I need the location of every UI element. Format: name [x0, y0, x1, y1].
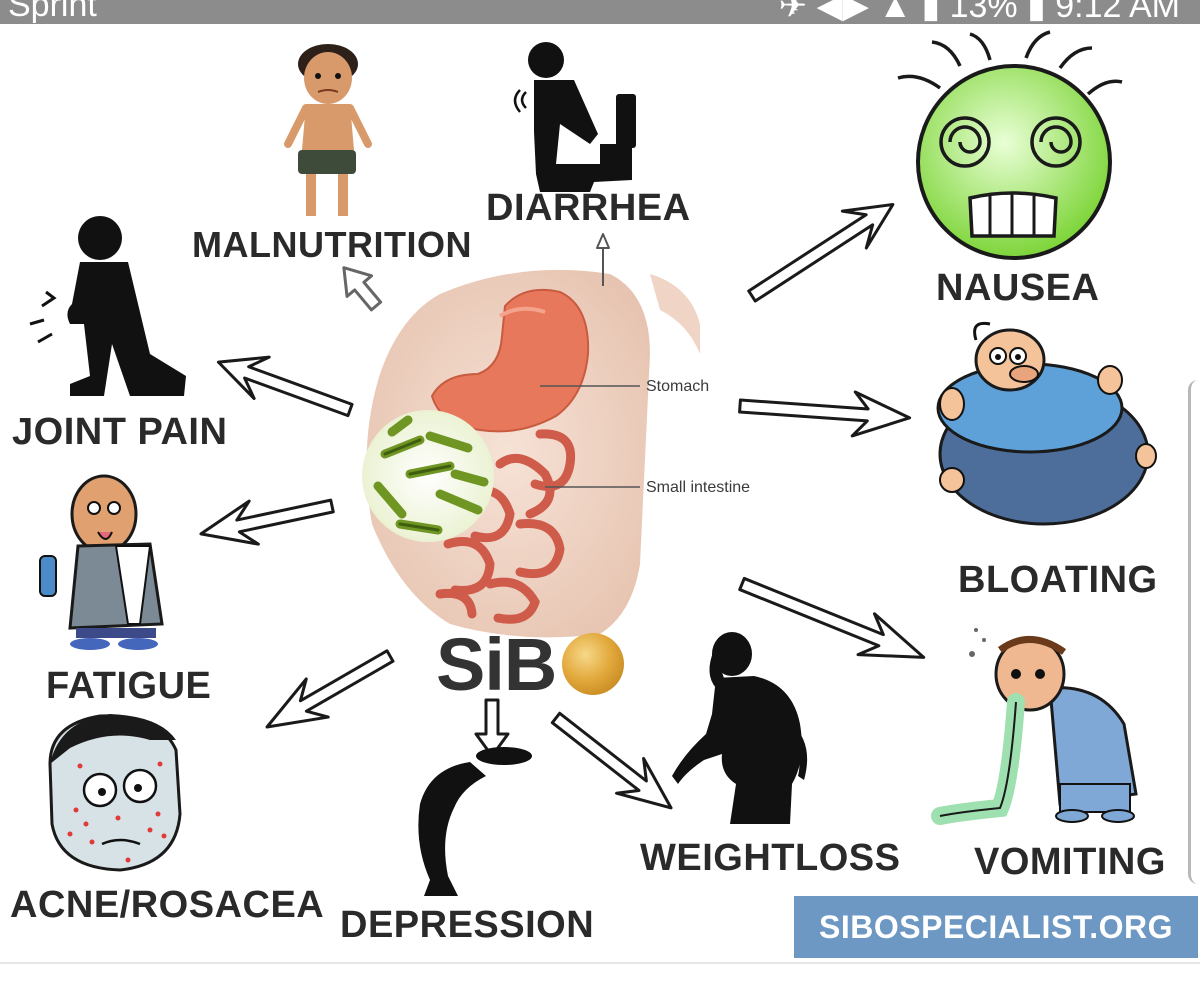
annotation-stomach: Stomach — [646, 378, 710, 395]
vomiting-man-icon — [931, 628, 1138, 825]
sibo-diagram: DIARRHEA MALNUTRITION NAUSEA JOINT PAIN … — [0, 24, 1200, 982]
arrow-depression — [474, 698, 510, 758]
label-weightloss: WEIGHTLOSS — [640, 837, 901, 879]
arrow-jointpain — [216, 355, 354, 418]
bacteria-icon — [362, 410, 494, 542]
status-bar: Sprint ✈ ◀▶ ▲ ▮ 13% ▮ 9:12 AM — [0, 0, 1200, 24]
label-nausea: NAUSEA — [936, 267, 1100, 309]
sibo-logo: SiB — [436, 622, 625, 706]
arrow-diarrhea — [596, 233, 610, 286]
arrow-fatigue — [199, 498, 335, 546]
tired-man-icon — [39, 465, 164, 650]
bloated-man-icon — [936, 321, 1157, 526]
label-fatigue: FATIGUE — [46, 665, 212, 707]
sibo-logo-text: SiB — [436, 622, 557, 706]
label-diarrhea: DIARRHEA — [486, 187, 691, 229]
arrow-bloating — [738, 390, 912, 438]
gut-anatomy-icon — [366, 269, 700, 638]
website-badge-text: SIBOSPECIALIST.ORG — [819, 908, 1173, 945]
arrows — [199, 203, 926, 810]
side-scroll-edge — [1188, 380, 1200, 884]
woman-silhouette-icon — [672, 632, 808, 824]
acne-face-icon — [48, 714, 182, 872]
label-bloating: BLOATING — [958, 559, 1158, 601]
arrow-malnutrition — [342, 266, 383, 312]
dizzy-face-icon — [897, 30, 1123, 260]
label-malnutrition: MALNUTRITION — [192, 224, 472, 265]
status-indicators: ✈ ◀▶ ▲ ▮ 13% ▮ 9:12 AM — [778, 0, 1180, 24]
arrow-acne — [265, 649, 395, 729]
diagram-graphics — [29, 30, 1157, 896]
slumped-figure-icon — [418, 747, 532, 896]
toilet-figure-icon — [513, 42, 636, 192]
bottom-divider — [0, 962, 1200, 964]
arrow-vomiting — [738, 576, 926, 659]
kneeling-figure-icon — [29, 216, 186, 396]
label-acne-rosacea: ACNE/ROSACEA — [10, 884, 325, 926]
label-depression: DEPRESSION — [340, 904, 595, 946]
logo-ball-icon — [562, 633, 625, 695]
label-vomiting: VOMITING — [974, 841, 1166, 883]
arrow-nausea — [747, 203, 895, 303]
arrow-weightloss — [550, 711, 673, 810]
status-carrier: Sprint — [8, 0, 97, 24]
website-badge: SIBOSPECIALIST.ORG — [794, 896, 1198, 958]
annotation-small-intestine: Small intestine — [646, 479, 751, 496]
label-joint-pain: JOINT PAIN — [12, 411, 228, 453]
boy-figure-icon — [284, 44, 372, 216]
